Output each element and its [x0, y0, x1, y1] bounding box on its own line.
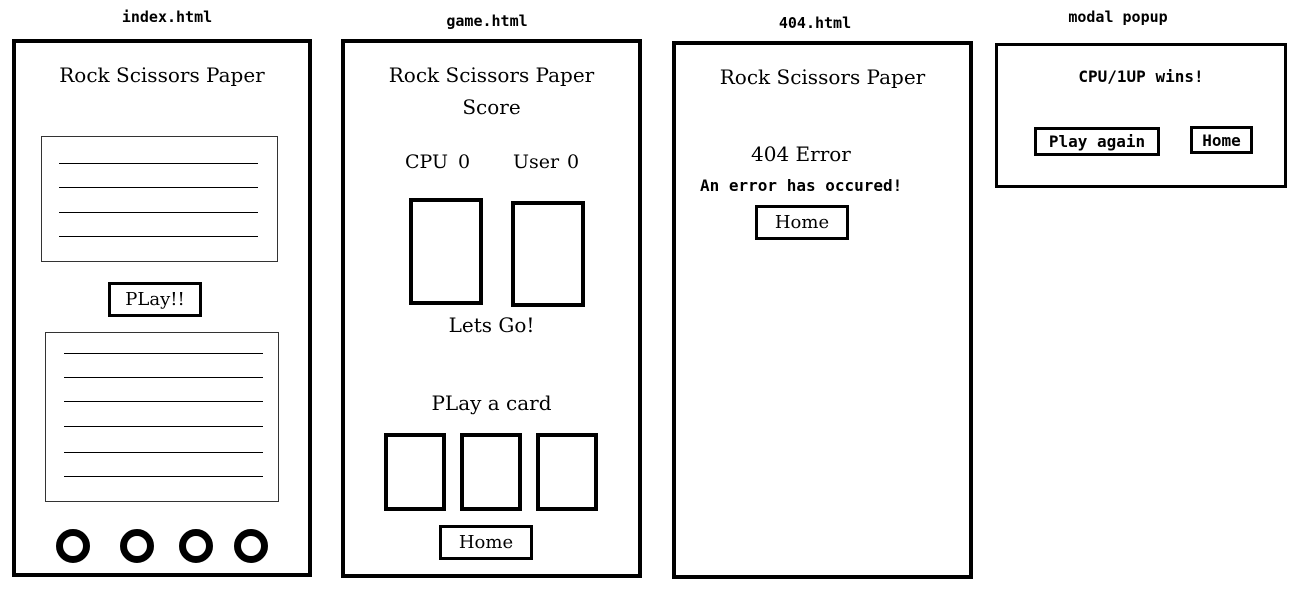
index-text-box-bottom [45, 332, 279, 502]
lets-go-text: Lets Go! [448, 313, 535, 337]
text-line [59, 236, 258, 237]
text-line [64, 426, 263, 427]
modal-message: CPU/1UP wins! [1078, 67, 1204, 86]
text-line [64, 353, 263, 354]
index-page-frame: Rock Scissors Paper PLay!! [12, 39, 312, 577]
social-circle-icon[interactable] [179, 529, 213, 563]
error-message: An error has occured! [700, 176, 903, 195]
text-line [59, 187, 258, 188]
error-home-button[interactable]: Home [755, 205, 849, 240]
text-line [64, 401, 263, 402]
modal-popup: CPU/1UP wins! Play again Home [995, 43, 1287, 188]
play-again-button[interactable]: Play again [1034, 127, 1160, 156]
play-button[interactable]: PLay!! [108, 282, 202, 317]
user-score: 0 [567, 151, 580, 173]
play-a-card-label: PLay a card [431, 391, 552, 415]
index-title: Rock Scissors Paper [59, 63, 265, 87]
score-label: Score [462, 95, 521, 119]
index-label: index.html [121, 8, 213, 26]
paper-card[interactable] [536, 433, 598, 511]
error-heading: 404 Error [751, 142, 851, 166]
error-page-frame: Rock Scissors Paper 404 Error An error h… [672, 41, 973, 579]
index-text-box-top [41, 136, 278, 262]
modal-home-button[interactable]: Home [1190, 126, 1253, 154]
social-circle-icon[interactable] [234, 529, 268, 563]
user-label: User [513, 151, 560, 173]
text-line [64, 452, 263, 453]
text-line [64, 377, 263, 378]
text-line [59, 212, 258, 213]
game-page-frame: Rock Scissors Paper Score CPU 0 User 0 L… [341, 39, 642, 578]
text-line [59, 163, 258, 164]
scissors-card[interactable] [460, 433, 522, 511]
text-line [64, 476, 263, 477]
game-home-button[interactable]: Home [439, 525, 533, 560]
cpu-label: CPU [405, 151, 449, 173]
error-title: Rock Scissors Paper [719, 65, 926, 89]
user-card-slot [511, 201, 585, 307]
modal-label: modal popup [1068, 8, 1168, 26]
cpu-card-slot [409, 198, 483, 305]
social-circle-icon[interactable] [56, 529, 90, 563]
game-title: Rock Scissors Paper [388, 63, 595, 87]
error-label: 404.html [778, 14, 852, 32]
social-circle-icon[interactable] [120, 529, 154, 563]
rock-card[interactable] [384, 433, 446, 511]
cpu-score: 0 [458, 151, 471, 173]
game-label: game.html [446, 12, 528, 30]
